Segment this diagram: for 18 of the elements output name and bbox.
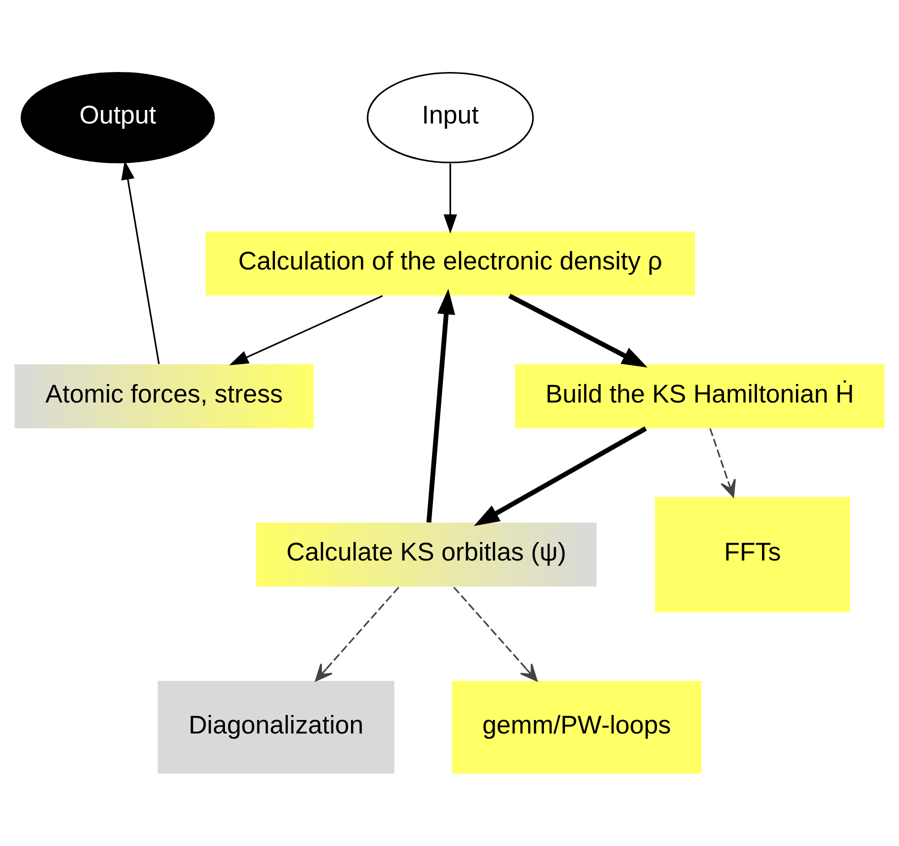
arrow (426, 288, 456, 523)
arrow (315, 586, 400, 682)
node-box: Calculate KS orbitlas (ψ) (256, 522, 597, 587)
node-box: FFTs (654, 497, 850, 612)
node-box: Diagonalization (158, 680, 394, 774)
arrow (474, 426, 647, 526)
node-box: gemm/PW-loops (452, 680, 702, 774)
node-box: Calculation of the electronic density ρ (206, 232, 695, 296)
arrow (508, 294, 648, 368)
arrow (453, 586, 538, 682)
arrow (709, 428, 736, 498)
arrow (444, 164, 458, 234)
node-ellipse: Output (20, 72, 215, 164)
node-box: Atomic forces, stress (14, 364, 314, 428)
node-box: Build the KS Hamiltonian Ḣ (515, 364, 884, 428)
arrow (229, 295, 383, 366)
arrow (121, 160, 160, 364)
node-ellipse: Input (366, 72, 534, 164)
